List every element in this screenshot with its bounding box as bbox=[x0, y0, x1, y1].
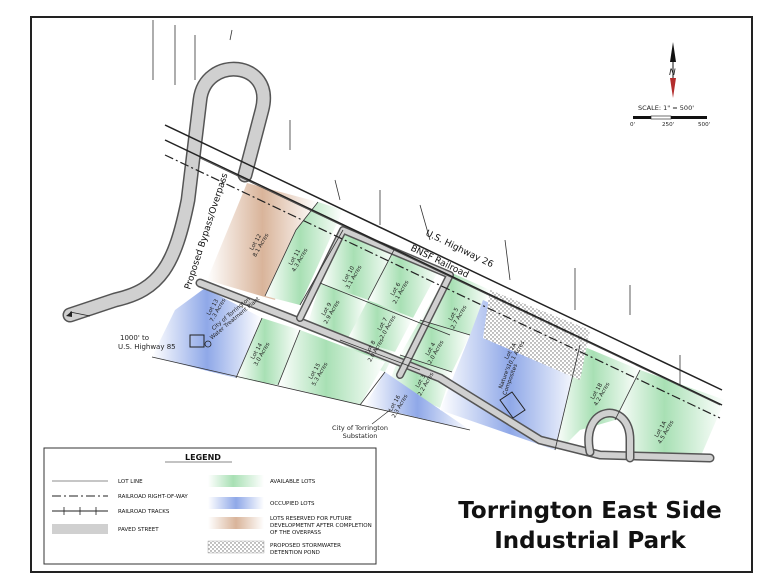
legend-paved-street: PAVED STREET bbox=[118, 527, 159, 533]
detention-pond bbox=[483, 290, 590, 380]
streets bbox=[62, 61, 715, 463]
legend-reserved-3: OF THE OVERPASS bbox=[270, 530, 321, 536]
legend-pond-1: PROPOSED STORMWATER bbox=[270, 543, 341, 549]
legend-reserved-2: DEVELOPMETNT AFTER COMPLETION bbox=[270, 523, 372, 529]
lot-16-area[interactable] bbox=[365, 372, 470, 430]
map-title-line-2: Industrial Park bbox=[494, 528, 686, 554]
north-arrow: N bbox=[669, 42, 676, 98]
scale-tick-0: 0' bbox=[630, 122, 635, 128]
lot-14-area[interactable] bbox=[236, 318, 300, 385]
to-highway-label-1: 1000' to bbox=[120, 334, 149, 342]
north-arrow-icon bbox=[670, 78, 676, 98]
to-highway-label-2: U.S. Highway 85 bbox=[118, 343, 176, 351]
railroad bbox=[164, 124, 723, 419]
scale-tick-500: 500' bbox=[698, 122, 710, 128]
lot-12-area[interactable] bbox=[207, 183, 318, 300]
substation-label-2: Substation bbox=[343, 432, 378, 440]
lot-11-area[interactable] bbox=[265, 202, 343, 305]
map-title-line-1: Torrington East Side bbox=[458, 498, 721, 524]
legend-lot-line: LOT LINE bbox=[118, 479, 143, 485]
composites-building bbox=[499, 391, 526, 419]
lot-fills bbox=[152, 183, 725, 458]
legend-available: AVAILABLE LOTS bbox=[270, 479, 316, 485]
water-plant-building bbox=[189, 334, 205, 348]
lot-15-area[interactable] bbox=[278, 330, 385, 405]
legend-heading: LEGEND bbox=[185, 453, 221, 462]
lot-7-area[interactable] bbox=[348, 300, 413, 352]
substation-label-1: City of Torrington bbox=[332, 424, 388, 432]
legend-pond-2: DETENTION POND bbox=[270, 550, 320, 556]
scale-label: SCALE: 1" = 500' bbox=[638, 104, 694, 112]
legend-occupied: OCCUPIED LOTS bbox=[270, 501, 315, 507]
parcel-lines bbox=[151, 20, 681, 451]
north-letter: N bbox=[669, 68, 676, 78]
legend-reserved-1: LOTS RESERVED FOR FUTURE bbox=[270, 516, 352, 522]
scale-bar: SCALE: 1" = 500' 0' 250' 500' bbox=[630, 104, 710, 128]
lot-1a-area[interactable] bbox=[615, 370, 725, 458]
legend: LEGEND LOT LINE RAILROAD RIGHT-OF-WAY RA… bbox=[43, 447, 377, 565]
legend-railroad-tracks: RAILROAD TRACKS bbox=[118, 509, 170, 515]
legend-railroad-row: RAILROAD RIGHT-OF-WAY bbox=[118, 494, 188, 500]
lot-13-area[interactable] bbox=[152, 288, 262, 378]
scale-tick-250: 250' bbox=[662, 122, 674, 128]
